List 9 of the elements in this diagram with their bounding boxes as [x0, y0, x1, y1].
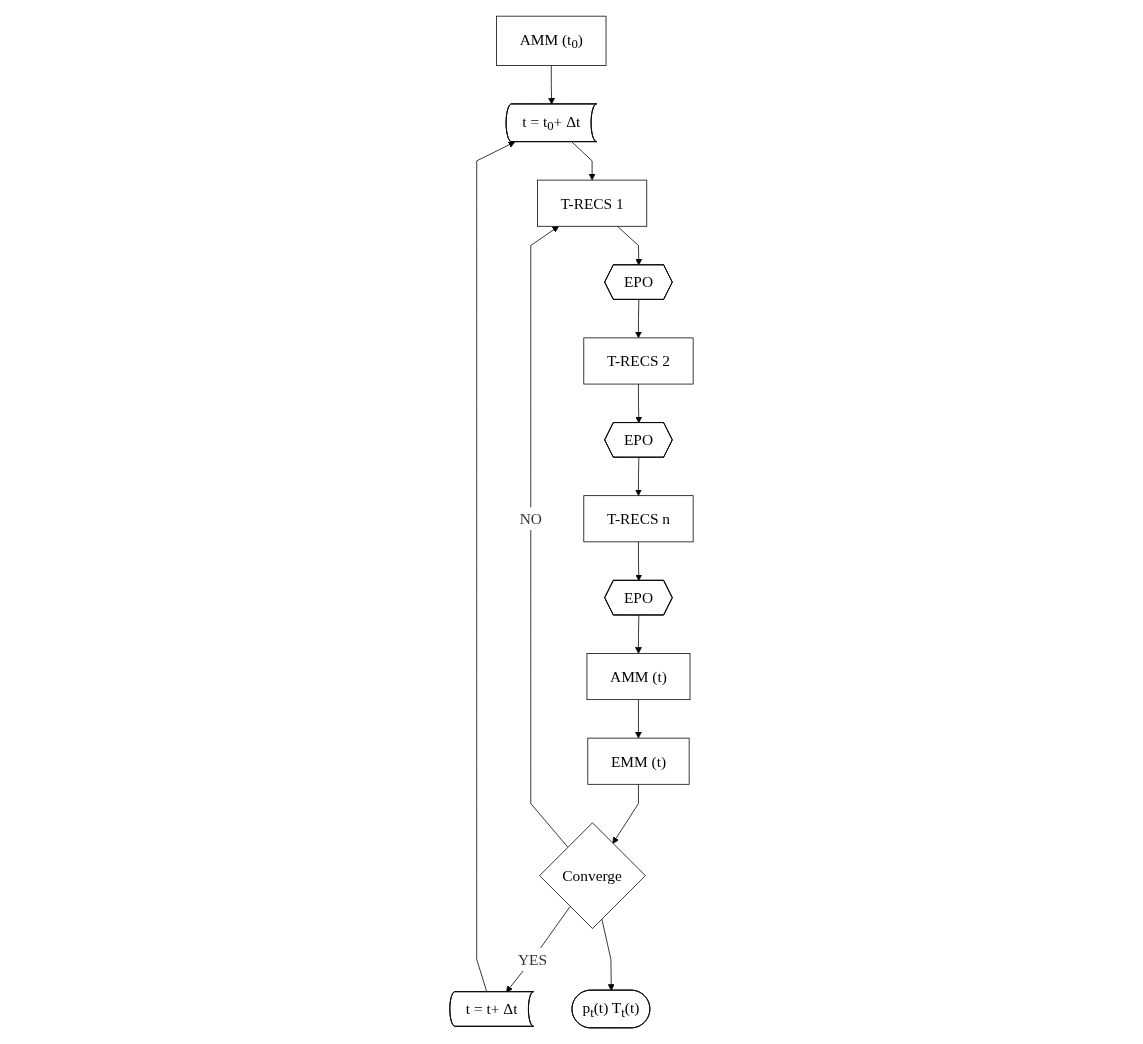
- edge-label: NO: [519, 510, 542, 528]
- node-box: AMM (t$_{0}$): [496, 15, 607, 66]
- node-box: T-RECS n: [583, 495, 694, 543]
- node-box: T-RECS 1: [537, 179, 648, 227]
- node-box: EMM (t): [587, 737, 690, 785]
- node-diamond: Converge: [539, 822, 646, 929]
- edge-label: YES: [517, 950, 548, 968]
- node-box: T-RECS 2: [583, 337, 694, 385]
- node-box: AMM (t): [586, 653, 691, 701]
